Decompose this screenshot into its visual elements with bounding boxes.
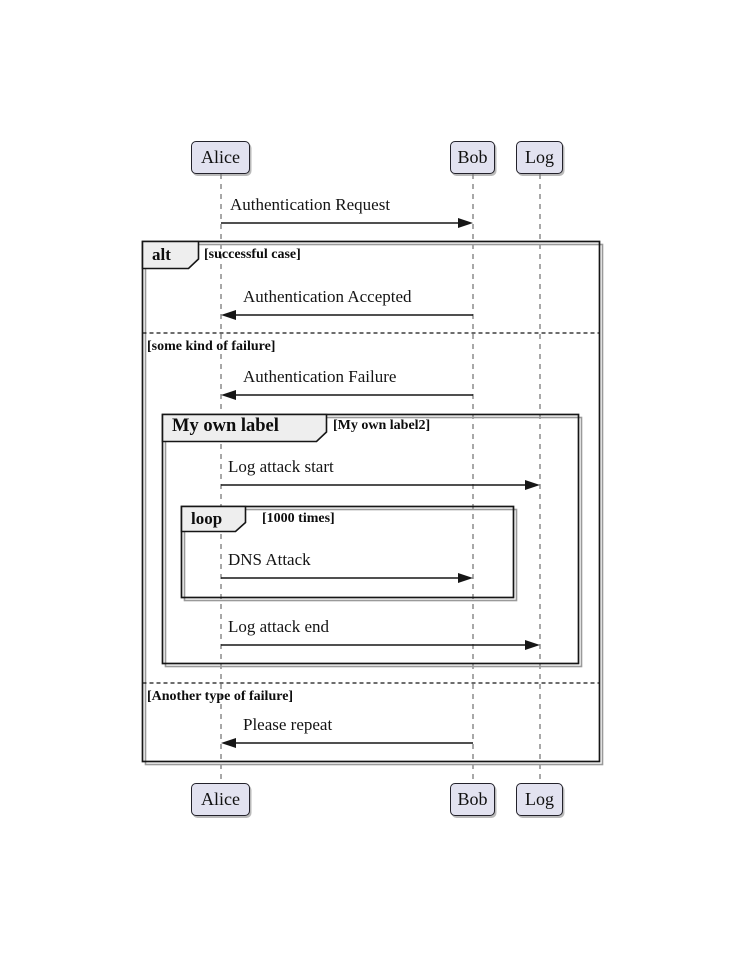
message-arrowhead-2: [221, 310, 236, 320]
participant-log-top: Log: [516, 141, 563, 174]
group-frame-shadow: [164, 416, 583, 668]
message-label-3: Authentication Failure: [243, 367, 397, 386]
group-frame-condition: [My own label2]: [333, 418, 431, 433]
message-label-7: Please repeat: [243, 715, 333, 734]
alt-frame: [141, 240, 601, 763]
group-frame: [161, 413, 580, 665]
alt-condition-2: [some kind of failure]: [147, 339, 276, 354]
group-frame-label: My own label: [172, 416, 279, 436]
group-label-pentagon: [161, 413, 328, 443]
participant-bob-bottom: Bob: [450, 783, 495, 816]
alt-condition-1: [successful case]: [204, 247, 301, 262]
message-arrowhead-4: [525, 480, 540, 490]
alt-frame-shadow: [144, 243, 604, 766]
participant-alice-bottom: Alice: [191, 783, 250, 816]
message-arrowhead-5: [458, 573, 473, 583]
loop-frame-label: loop: [191, 509, 223, 528]
alt-condition-3: [Another type of failure]: [147, 689, 294, 704]
message-arrowhead-1: [458, 218, 473, 228]
loop-frame: [180, 505, 515, 599]
message-label-1: Authentication Request: [230, 195, 391, 214]
loop-label-pentagon: [180, 505, 247, 533]
loop-frame-shadow: [183, 508, 518, 602]
message-label-5: DNS Attack: [228, 550, 311, 569]
message-label-6: Log attack end: [228, 617, 330, 636]
participant-bob-top: Bob: [450, 141, 495, 174]
message-arrowhead-7: [221, 738, 236, 748]
alt-label-pentagon: [141, 240, 200, 270]
participant-log-bottom: Log: [516, 783, 563, 816]
message-label-2: Authentication Accepted: [243, 287, 412, 306]
message-label-4: Log attack start: [228, 457, 334, 476]
message-arrowhead-3: [221, 390, 236, 400]
alt-frame-label: alt: [152, 245, 171, 264]
loop-frame-condition: [1000 times]: [262, 511, 335, 526]
participant-alice-top: Alice: [191, 141, 250, 174]
message-arrowhead-6: [525, 640, 540, 650]
